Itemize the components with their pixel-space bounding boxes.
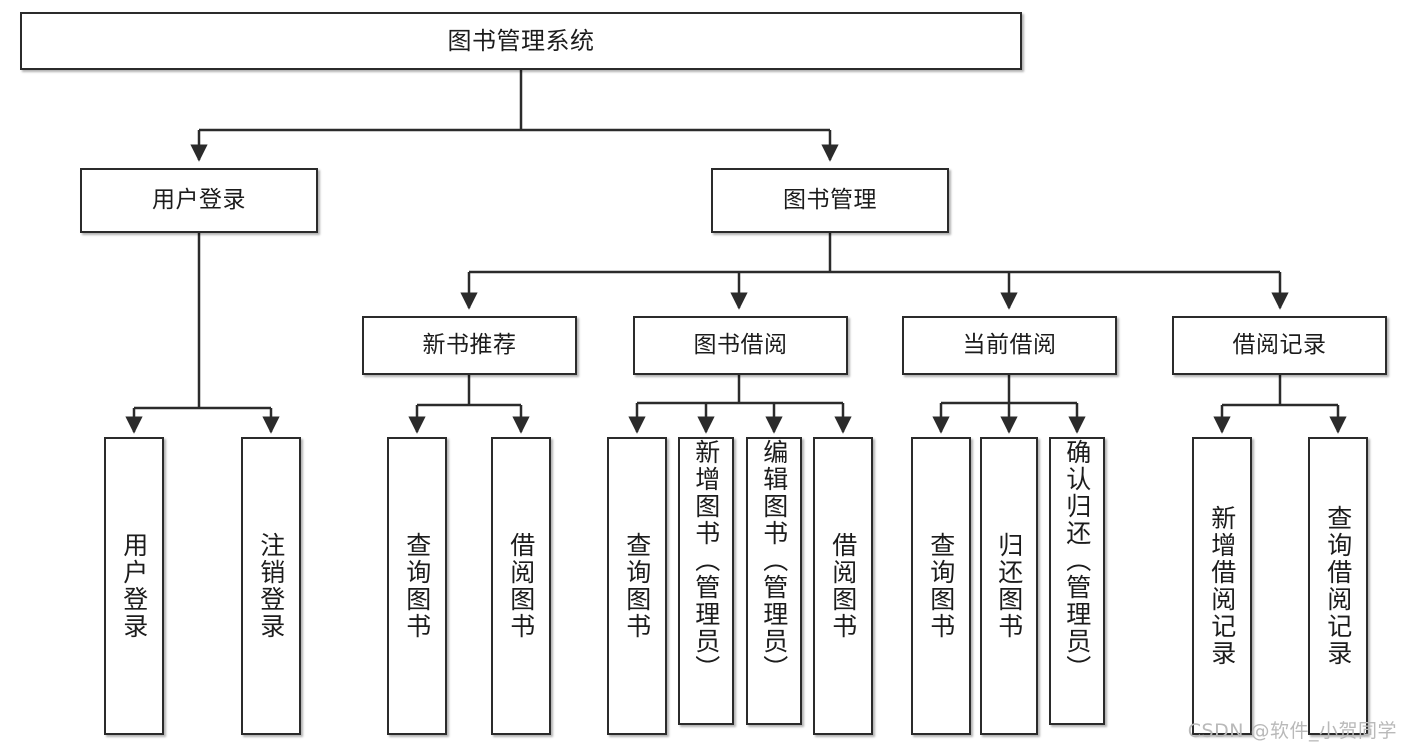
node-label: 借阅图书 — [506, 532, 536, 640]
leaf-book-borrow-edit[interactable]: 编辑图书（管理员） — [746, 437, 802, 725]
leaf-borrow-record-add[interactable]: 新增借阅记录 — [1192, 437, 1252, 735]
node-label: 当前借阅 — [962, 332, 1057, 358]
node-label: 注销登录 — [256, 532, 286, 640]
node-label: 归还图书 — [994, 532, 1024, 640]
node-label: 查询借阅记录 — [1323, 505, 1353, 667]
node-label: 确认归还（管理员） — [1062, 439, 1092, 682]
leaf-current-borrow-query[interactable]: 查询图书 — [911, 437, 971, 735]
leaf-current-borrow-return[interactable]: 归还图书 — [980, 437, 1038, 735]
leaf-borrow-record-query[interactable]: 查询借阅记录 — [1308, 437, 1368, 735]
node-current-borrow[interactable]: 当前借阅 — [902, 316, 1117, 375]
leaf-book-borrow-add[interactable]: 新增图书（管理员） — [678, 437, 734, 725]
node-user-login[interactable]: 用户登录 — [80, 168, 318, 233]
node-label: 查询图书 — [926, 532, 956, 640]
leaf-book-borrow-query[interactable]: 查询图书 — [607, 437, 667, 735]
node-label: 查询图书 — [402, 532, 432, 640]
node-book-management[interactable]: 图书管理 — [711, 168, 949, 233]
node-label: 借阅记录 — [1232, 332, 1327, 358]
leaf-new-book-query[interactable]: 查询图书 — [387, 437, 447, 735]
node-label: 查询图书 — [622, 532, 652, 640]
node-label: 用户登录 — [119, 532, 149, 640]
node-label: 用户登录 — [152, 187, 246, 213]
leaf-book-borrow-borrow[interactable]: 借阅图书 — [813, 437, 873, 735]
node-label: 借阅图书 — [828, 532, 858, 640]
node-book-borrow[interactable]: 图书借阅 — [633, 316, 848, 375]
node-root-system[interactable]: 图书管理系统 — [20, 12, 1022, 70]
leaf-new-book-borrow[interactable]: 借阅图书 — [491, 437, 551, 735]
node-label: 图书借阅 — [693, 332, 788, 358]
node-label: 图书管理系统 — [447, 27, 595, 55]
watermark: CSDN @软件_小贺同学 — [1187, 720, 1397, 742]
leaf-user-login-login[interactable]: 用户登录 — [104, 437, 164, 735]
node-label: 新书推荐 — [422, 332, 517, 358]
leaf-user-login-logout[interactable]: 注销登录 — [241, 437, 301, 735]
node-new-book-recommend[interactable]: 新书推荐 — [362, 316, 577, 375]
node-borrow-records[interactable]: 借阅记录 — [1172, 316, 1387, 375]
node-label: 新增图书（管理员） — [691, 439, 721, 682]
node-label: 新增借阅记录 — [1207, 505, 1237, 667]
node-label: 图书管理 — [783, 187, 877, 213]
leaf-current-borrow-confirm-return[interactable]: 确认归还（管理员） — [1049, 437, 1105, 725]
node-label: 编辑图书（管理员） — [759, 439, 789, 682]
